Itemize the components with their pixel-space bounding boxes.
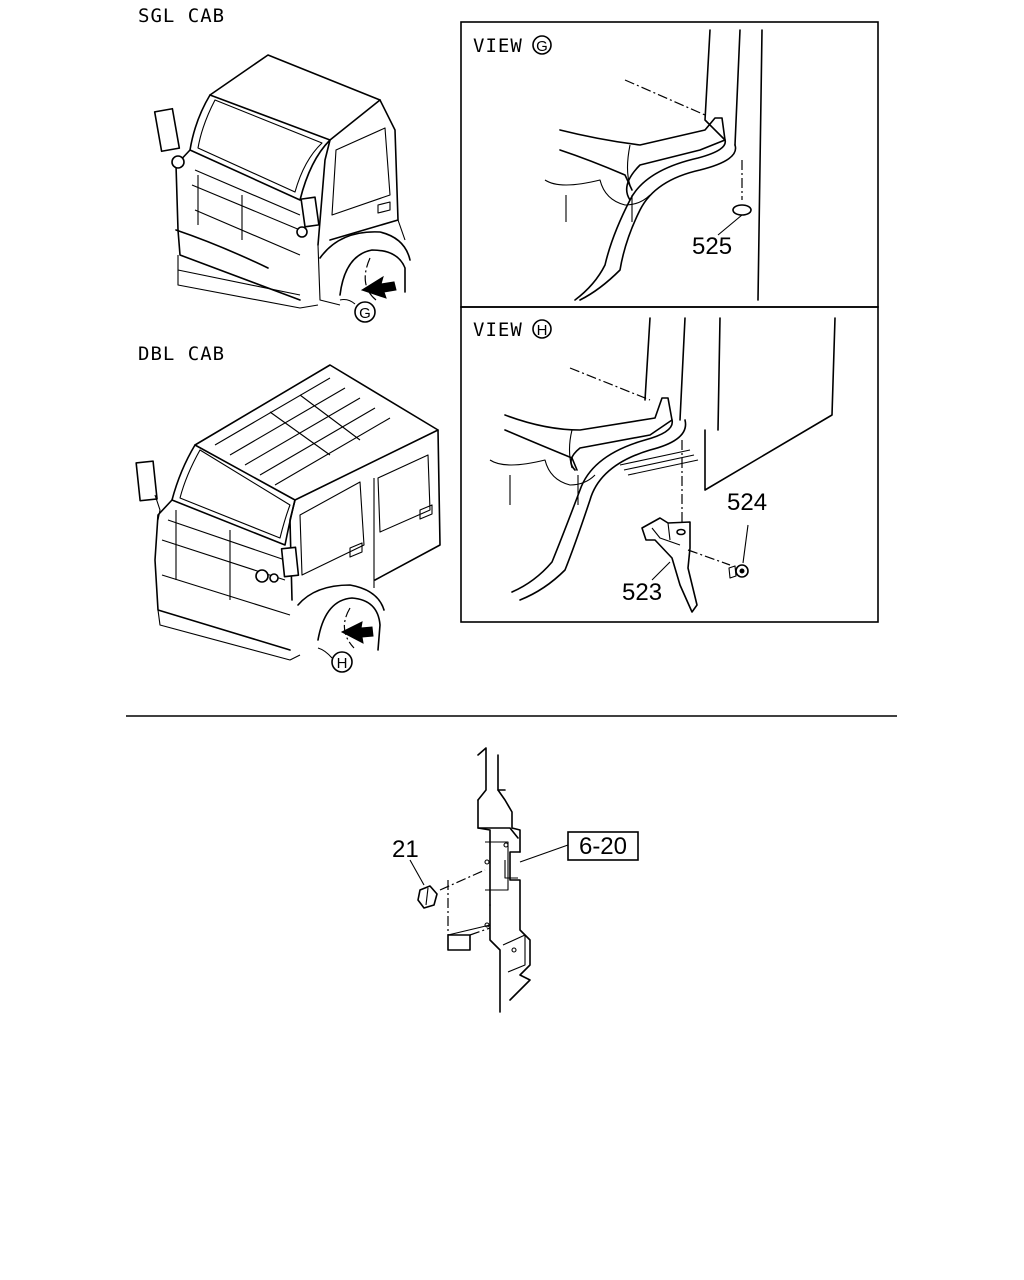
part-21-label: 21: [392, 836, 419, 863]
view-h-circle: [532, 319, 552, 339]
view-g-label: VIEW: [473, 35, 523, 57]
part-525-grommet: [732, 204, 752, 216]
callout-h-letter: H: [337, 655, 348, 672]
sgl-cab-illustration: SGL CAB G: [138, 5, 411, 323]
callout-g-circle: [354, 301, 376, 323]
view-g-panel: VIEW G 525: [460, 21, 879, 308]
reference-box: [567, 831, 639, 861]
reference-label: 6-20: [579, 833, 627, 860]
dbl-cab-label: DBL CAB: [138, 343, 225, 365]
callout-g-letter: G: [359, 305, 371, 322]
part-525-label: 525: [692, 233, 732, 260]
part-21-bolt: [417, 885, 438, 909]
view-h-panel: VIEW H 524 523: [460, 306, 879, 623]
callout-h-circle: [331, 651, 353, 673]
view-g-circle: [532, 35, 552, 55]
dbl-cab-illustration: DBL CAB H: [135, 343, 441, 673]
view-h-letter: H: [537, 322, 548, 339]
view-g-letter: G: [536, 38, 548, 55]
part-524-label: 524: [727, 489, 767, 516]
sgl-cab-label: SGL CAB: [138, 5, 225, 27]
view-h-label: VIEW: [473, 319, 523, 341]
bracket-assembly: 21 6-20: [392, 747, 639, 1013]
part-523-label: 523: [622, 579, 662, 606]
